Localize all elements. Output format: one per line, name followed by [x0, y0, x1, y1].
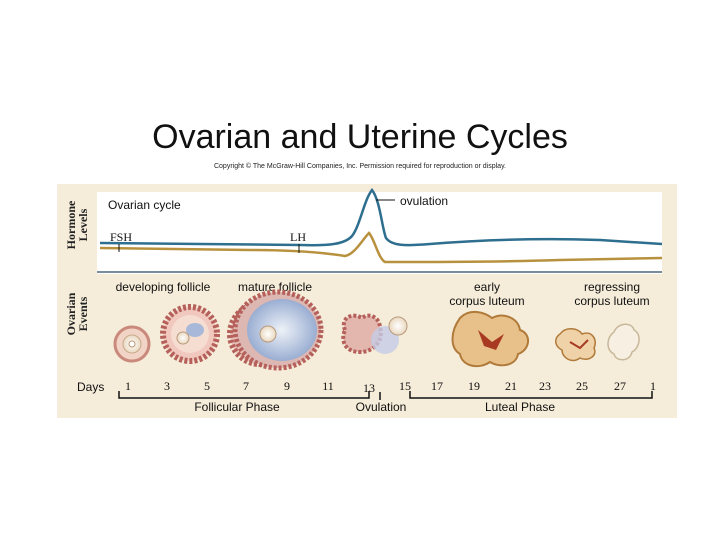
- hormone-graph-area: [97, 192, 662, 274]
- day-tick-label: 13: [363, 381, 375, 395]
- page-title: Ovarian and Uterine Cycles: [152, 118, 568, 156]
- ovulation-phase-label: Ovulation: [356, 400, 407, 414]
- corpus-albicans: [607, 323, 640, 361]
- ovarian-cycle-heading: Ovarian cycle: [108, 198, 181, 212]
- luteal-bracket: [409, 391, 653, 399]
- copyright-notice: Copyright © The McGraw-Hill Companies, I…: [213, 163, 506, 170]
- mature-follicle: [232, 289, 324, 371]
- day-tick-label: 25: [576, 379, 588, 393]
- early-cl-label-line2: corpus luteum: [449, 294, 524, 308]
- regressing-cl-label-line1: regressing: [584, 280, 640, 294]
- fsh-curve: [99, 231, 663, 264]
- day-tick-label: 5: [204, 379, 210, 393]
- day-tick-label: 19: [468, 379, 480, 393]
- developing-follicle-label: developing follicle: [116, 280, 211, 294]
- ruptured-follicle: [341, 313, 408, 355]
- follicular-phase-label: Follicular Phase: [194, 400, 280, 414]
- lh-curve: [99, 187, 663, 247]
- day-tick-label: 7: [243, 379, 249, 393]
- day-tick-label: 9: [284, 379, 290, 393]
- day-tick-label: 27: [614, 379, 626, 393]
- day-tick-label: 1: [650, 379, 656, 393]
- mature-follicle-label: mature follicle: [238, 280, 312, 294]
- regressing-cl-label-line2: corpus luteum: [574, 294, 649, 308]
- day-tick-label: 1: [125, 379, 131, 393]
- day-tick-label: 3: [164, 379, 170, 393]
- day-tick-label: 11: [322, 379, 334, 393]
- regressing-corpus-luteum: [555, 328, 596, 362]
- day-tick-label: 17: [431, 379, 443, 393]
- early-corpus-luteum: [451, 311, 529, 368]
- primary-follicle: [113, 325, 151, 363]
- early-cl-label-line1: early: [474, 280, 500, 294]
- lh-label: LH: [290, 230, 306, 244]
- fsh-label: FSH: [110, 230, 132, 244]
- day-tick-label: 21: [505, 379, 517, 393]
- follicular-bracket: [118, 391, 370, 399]
- secondary-follicle: [160, 304, 220, 364]
- day-tick-label: 23: [539, 379, 551, 393]
- luteal-phase-label: Luteal Phase: [485, 400, 555, 414]
- ovulation-peak-label: ovulation: [400, 194, 448, 208]
- day-tick-label: 15: [399, 379, 411, 393]
- days-label: Days: [77, 380, 104, 394]
